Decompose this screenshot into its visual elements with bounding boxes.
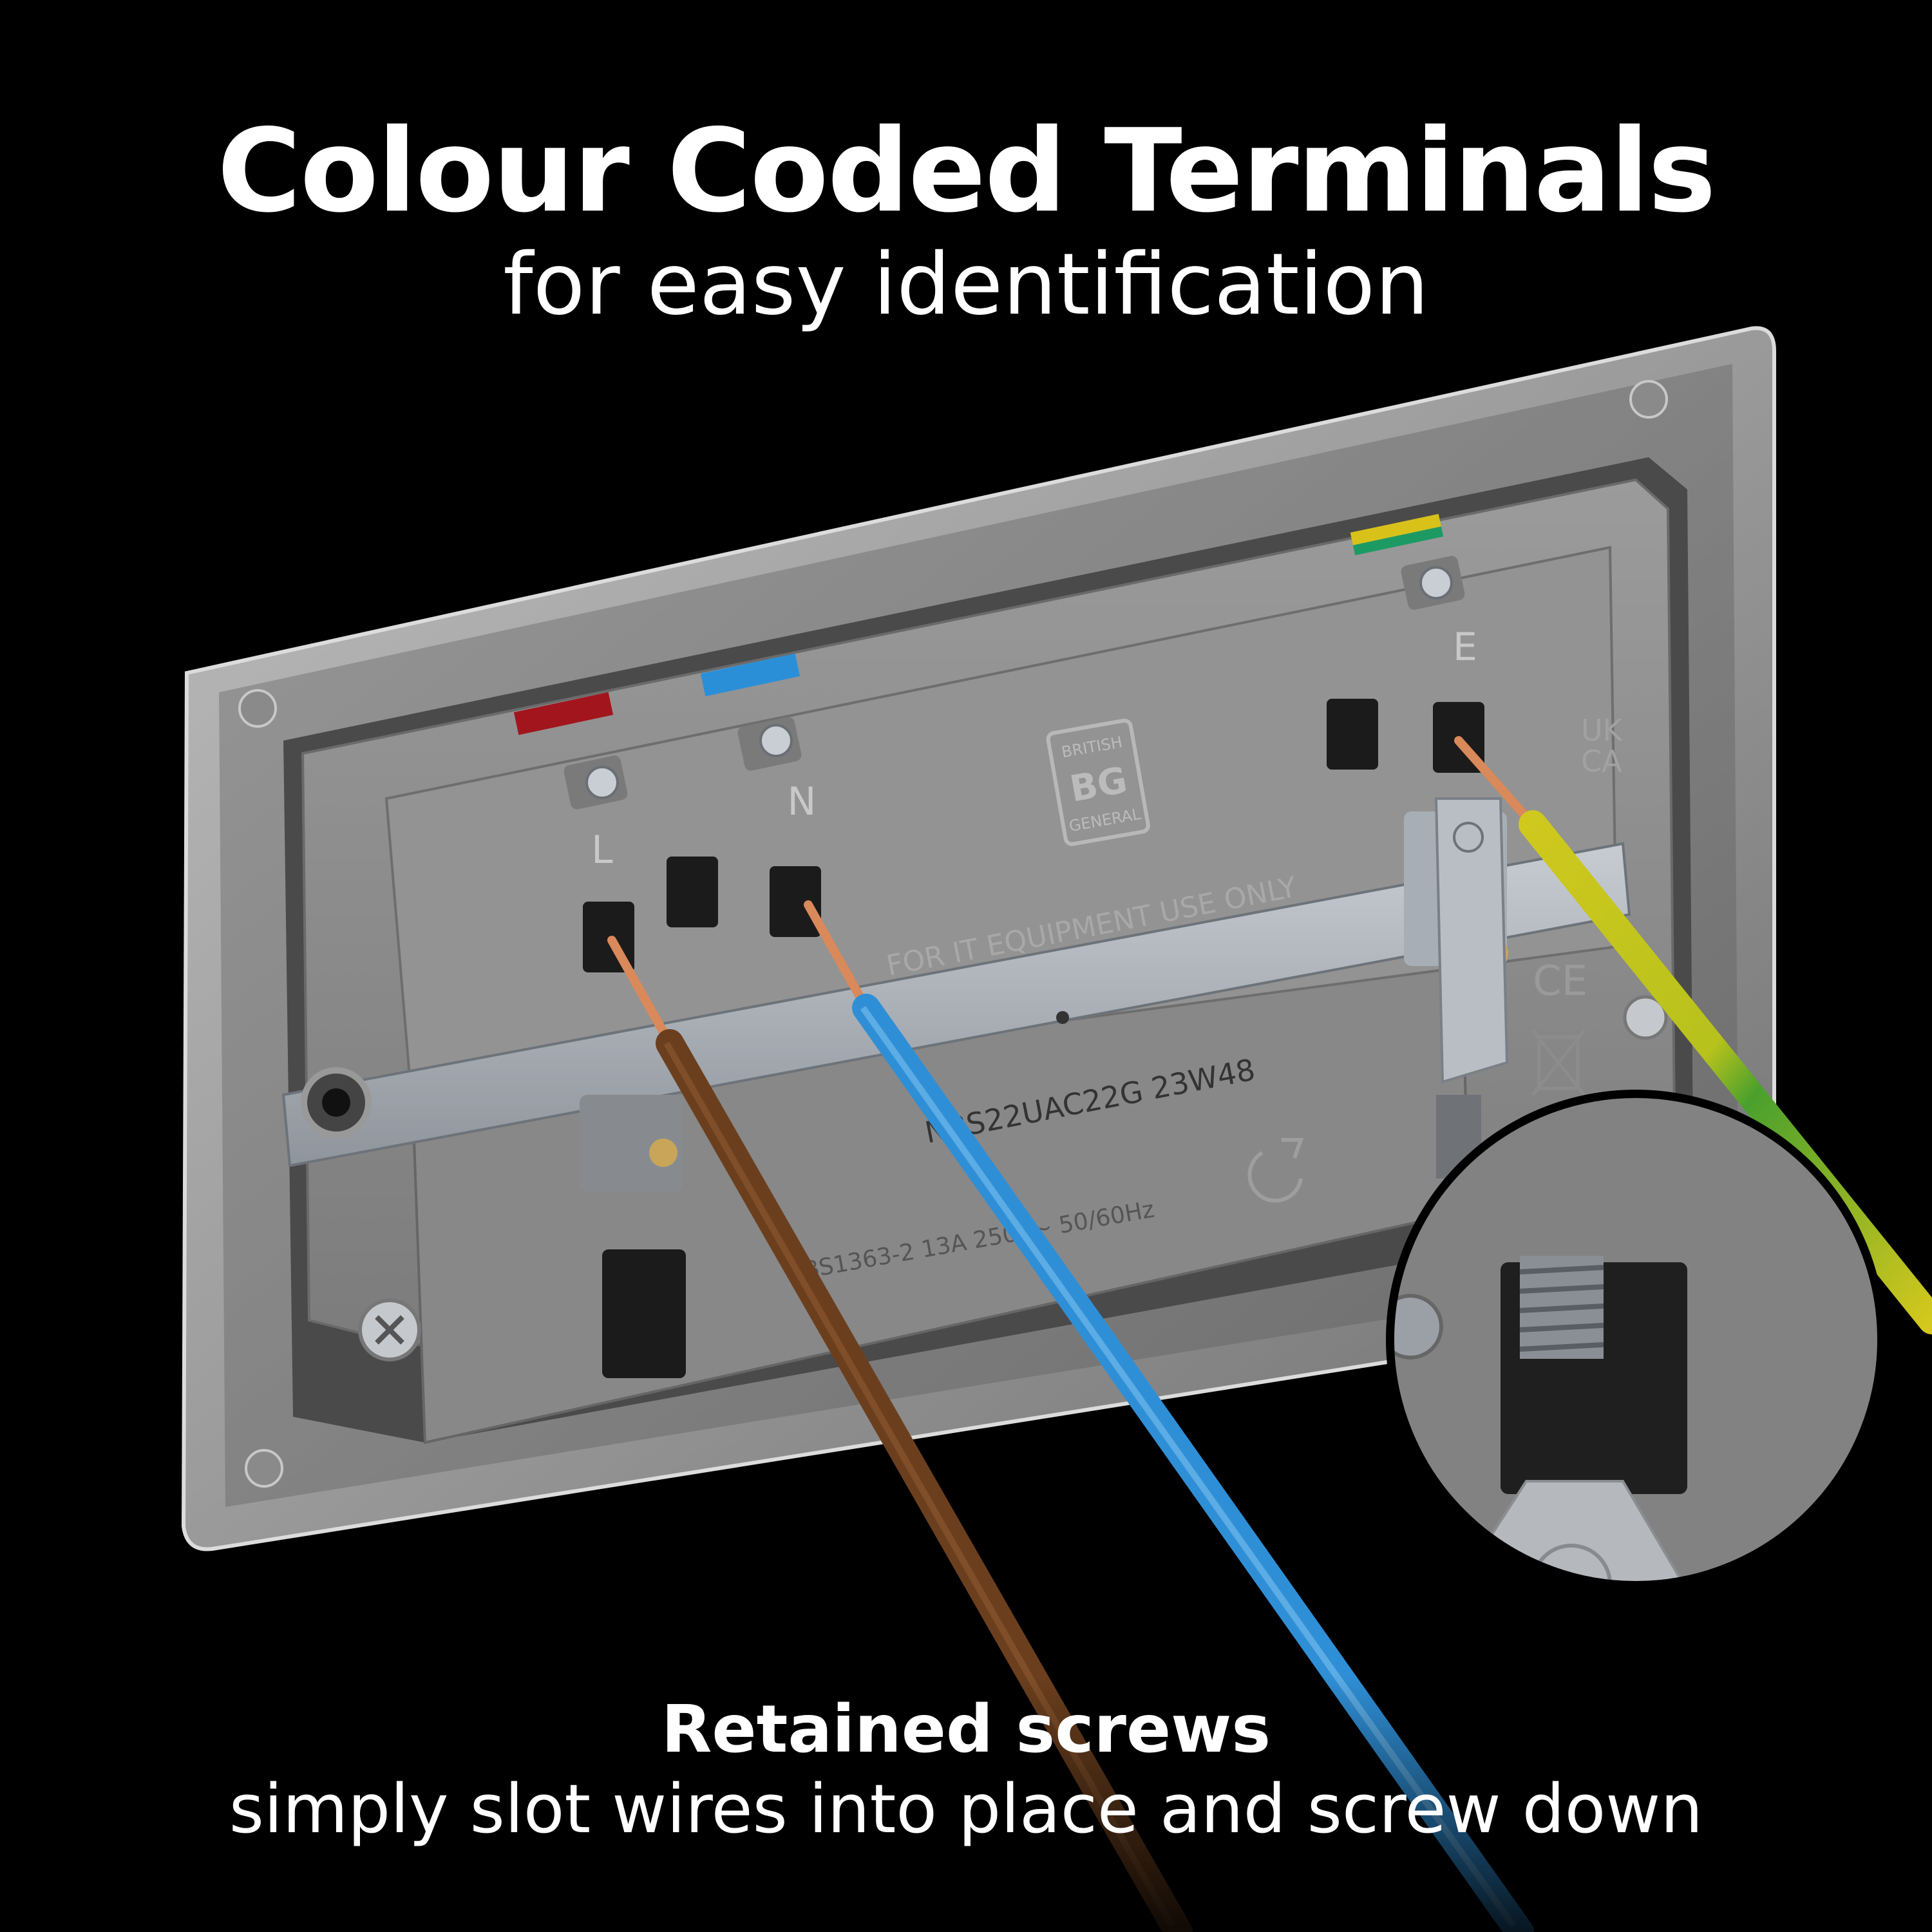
svg-text:UK: UK [1581, 713, 1624, 748]
mounting-screw [358, 1298, 421, 1361]
live-terminal-tag [513, 692, 614, 735]
plate-screw-hole [1629, 380, 1668, 419]
switch-cavity [602, 1249, 686, 1378]
brand-logo: BRITISH BG GENERAL [1046, 718, 1150, 846]
live-terminal-label: L [591, 828, 613, 873]
strap-rivet [649, 1139, 677, 1167]
neutral-terminal-screw [759, 724, 793, 757]
retained-screw-thread [1519, 1256, 1604, 1359]
ukca-mark-icon: UK CA [1581, 713, 1624, 779]
earth-terminal-tag [1350, 513, 1444, 556]
mounting-screw [1623, 995, 1668, 1040]
plate-screw-hole [238, 689, 277, 728]
neutral-terminal-hole [770, 866, 821, 937]
svg-text:BG: BG [1067, 759, 1131, 810]
mounting-screw [301, 1067, 372, 1138]
weee-bin-icon [1531, 1029, 1586, 1096]
earth-terminal-screw [1419, 566, 1453, 600]
earth-clamp [1434, 797, 1509, 1179]
earth-symbol-icon [1531, 1544, 1612, 1584]
caption-title: Retained screws [661, 1691, 1271, 1768]
live-terminal-screw [585, 766, 619, 799]
caption-body: simply slot wires into place and screw d… [229, 1770, 1703, 1848]
retained-screw-zoom [1386, 1090, 1886, 1589]
earth-terminal-label: E [1453, 625, 1477, 670]
headline-title: Colour Coded Terminals [217, 104, 1716, 238]
neutral-terminal [737, 717, 821, 937]
earth-symbol-icon [1453, 822, 1484, 853]
ce-mark-icon: CE [1533, 958, 1587, 1005]
neutral-terminal-tag [700, 653, 800, 697]
headline-subtitle: for easy identification [503, 235, 1429, 334]
neutral-terminal-label: N [788, 779, 817, 824]
recycle-icon [1247, 1138, 1304, 1203]
green-yellow-earth-wire [1454, 736, 1932, 1334]
terminal-hole [667, 857, 718, 927]
plate-screw-hole [245, 1449, 283, 1488]
svg-text:CA: CA [1581, 744, 1622, 779]
terminal-hole [1327, 699, 1378, 770]
